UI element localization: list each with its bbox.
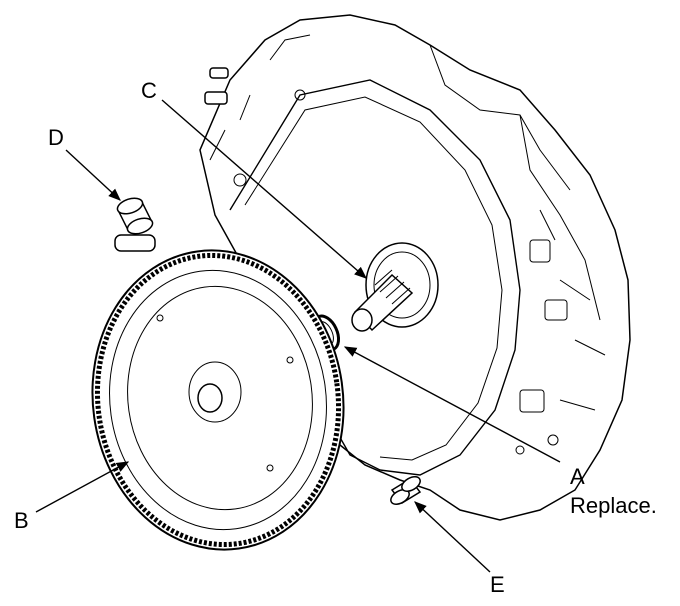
input-shaft	[351, 242, 439, 332]
leader-c	[161, 99, 367, 279]
label-c: C	[141, 78, 157, 103]
label-a: A	[570, 464, 585, 489]
dowel-pin-e	[390, 476, 422, 505]
dowel-pin-d	[116, 197, 154, 235]
label-d: D	[48, 125, 64, 150]
label-a-note: Replace.	[570, 493, 657, 518]
leader-a	[343, 346, 561, 463]
flywheel-b	[91, 249, 345, 551]
leader-b	[35, 461, 130, 513]
leader-lines	[35, 99, 561, 573]
label-b: B	[14, 508, 29, 533]
leader-e	[414, 501, 491, 573]
leader-d	[65, 149, 121, 201]
label-e: E	[490, 572, 505, 597]
